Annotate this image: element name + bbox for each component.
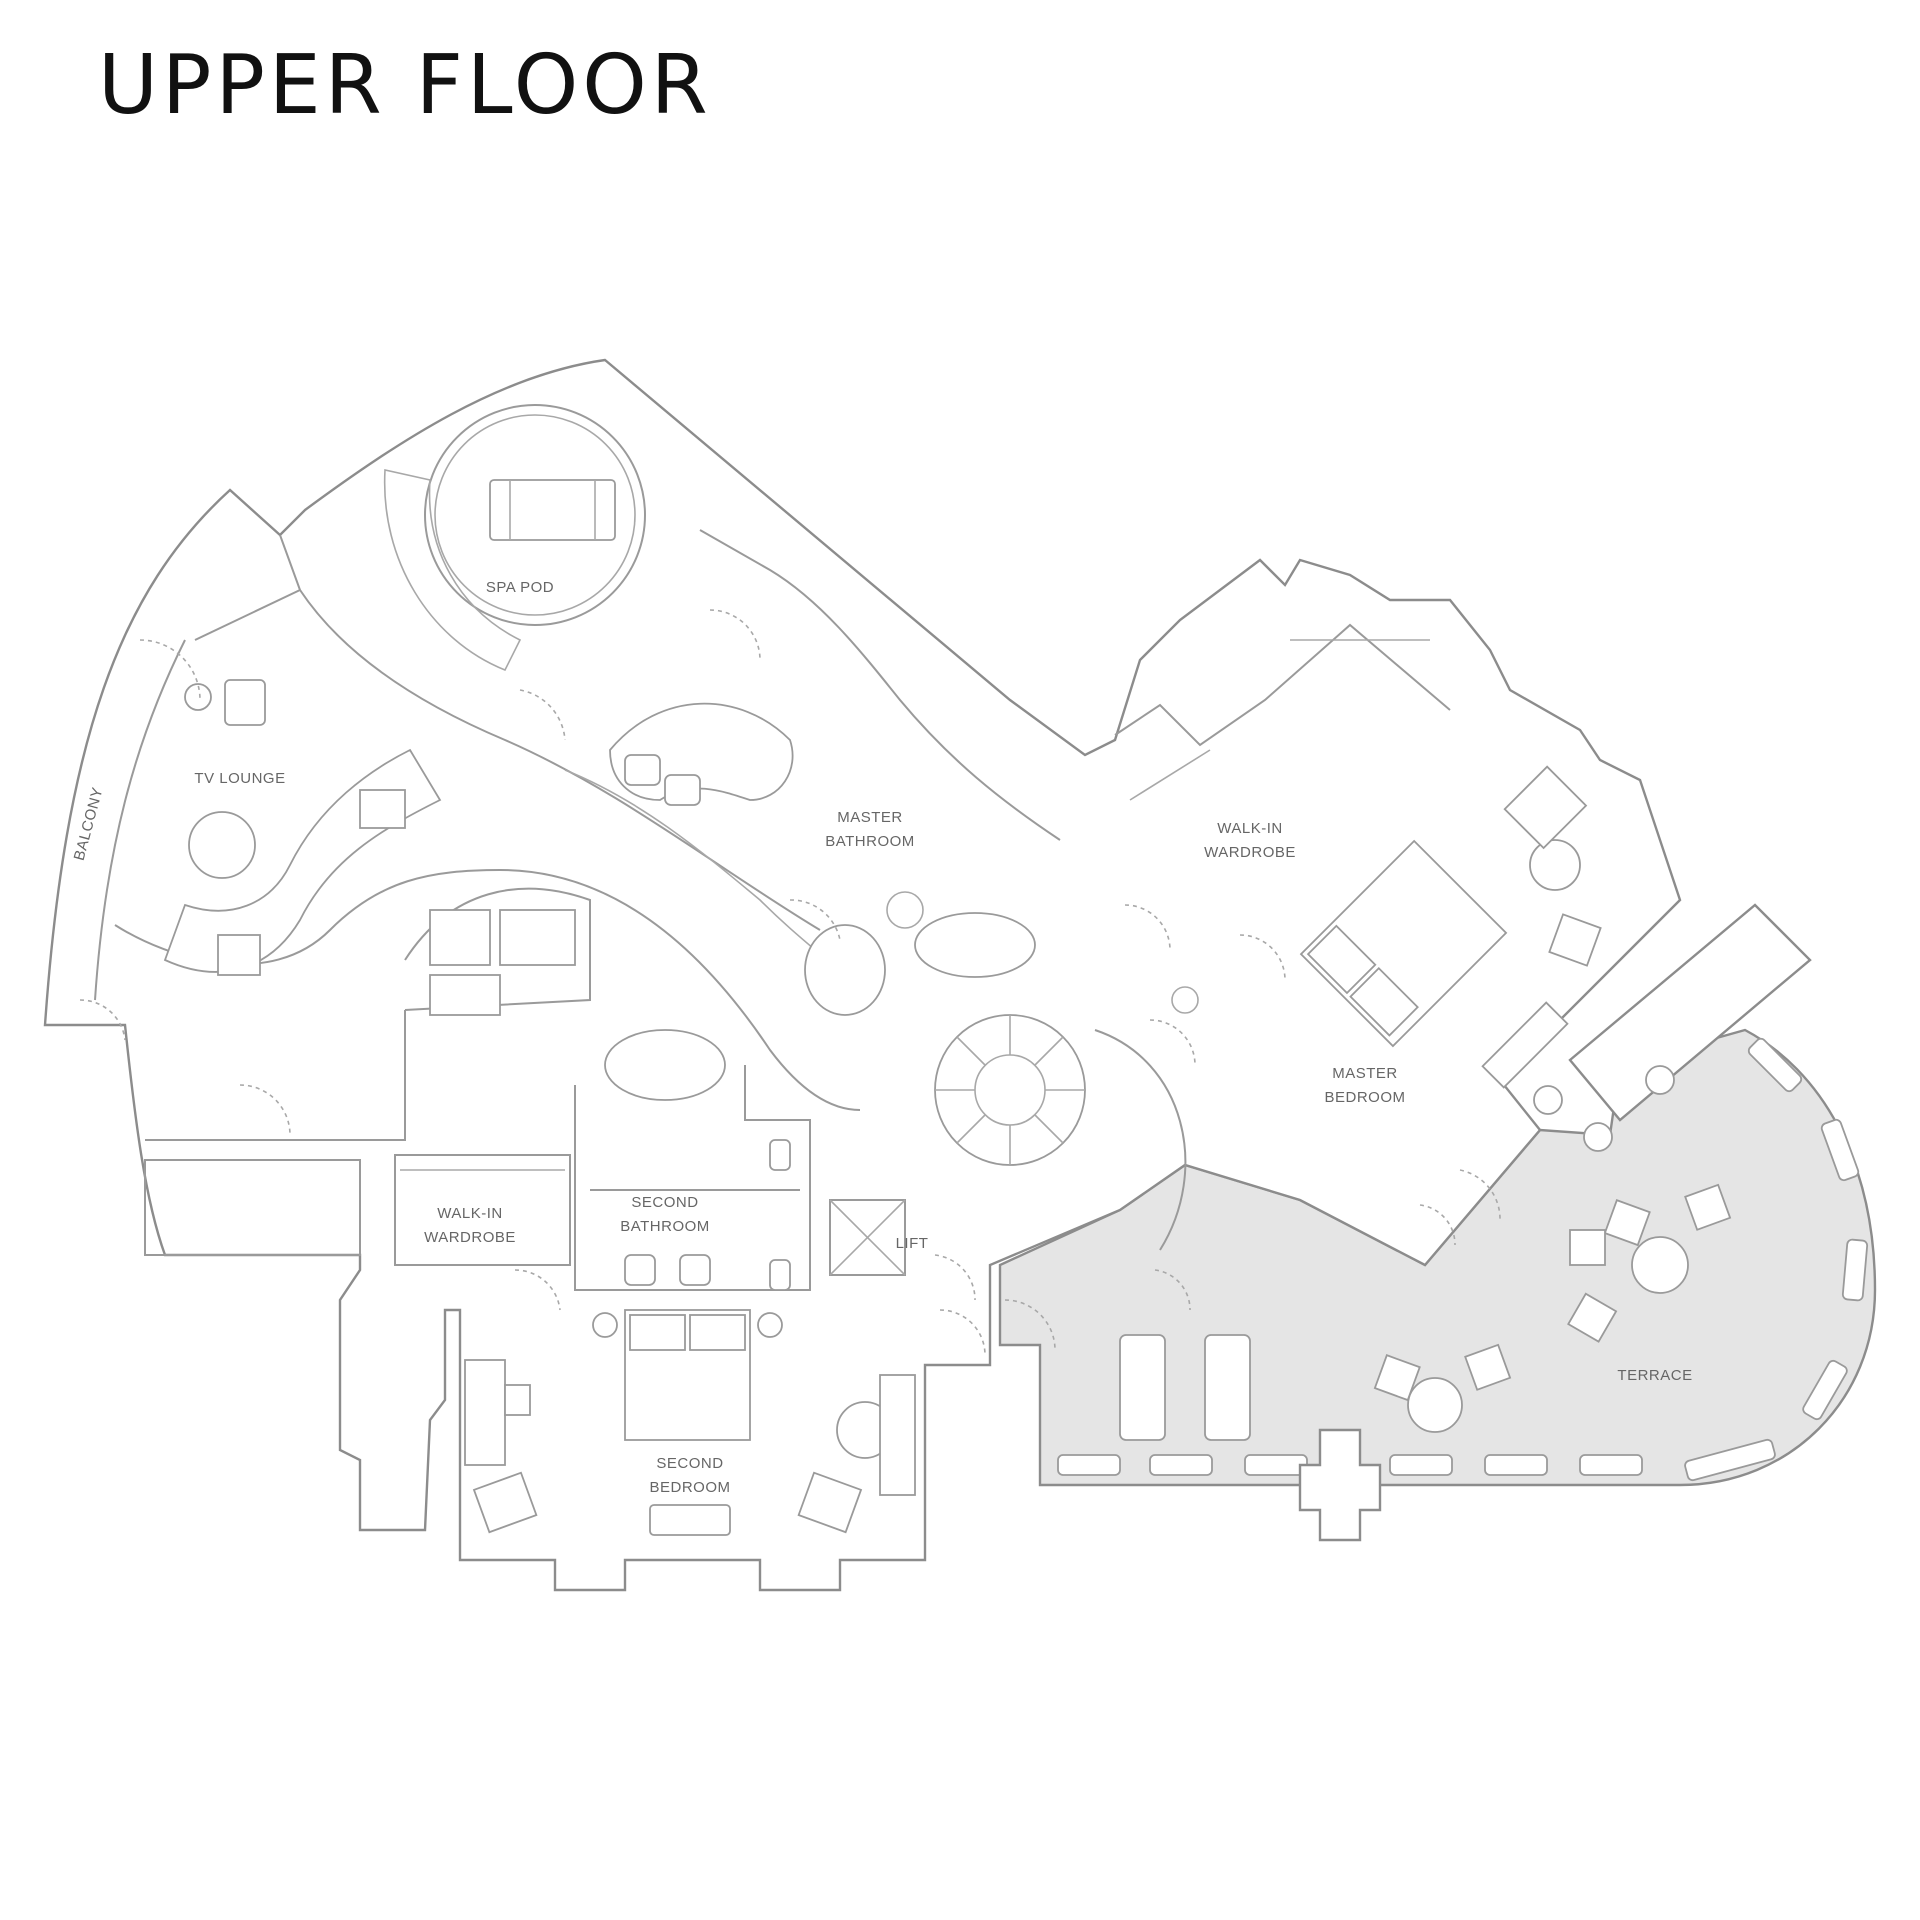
label-spa-pod: SPA POD: [486, 579, 554, 596]
master-bathroom-wall: [699, 529, 1061, 841]
label-lift: LIFT: [896, 1235, 929, 1252]
lower-left-room: [144, 1159, 361, 1256]
sofa-lower: [429, 909, 491, 966]
spa-bed-icon: [489, 479, 616, 541]
label-master-bathroom-2: BATHROOM: [825, 833, 915, 850]
round-table-master: [1529, 839, 1581, 891]
page-title: UPPER FLOOR: [98, 38, 712, 133]
bathtub-second: [604, 1029, 726, 1101]
terrace-planters: [1057, 1037, 1869, 1482]
label-master-bedroom-1: MASTER: [1332, 1065, 1398, 1082]
spa-pod-circle: [424, 404, 646, 626]
console-second: [649, 1504, 731, 1536]
label-second-bathroom-1: SECOND: [631, 1194, 698, 1211]
label-master-wardrobe-1: WALK-IN: [1217, 820, 1282, 837]
right-strip: [1568, 903, 1812, 1122]
master-bed-icon: [1299, 839, 1508, 1048]
terrace-table-large: [1631, 1236, 1689, 1294]
spiral-staircase: [934, 1014, 1086, 1166]
armchair-icon: [224, 679, 266, 726]
coffee-table-icon: [188, 811, 256, 879]
label-terrace: TERRACE: [1617, 1367, 1692, 1384]
spa-bench: [383, 469, 522, 672]
terrace-table-small: [1407, 1377, 1463, 1433]
wardrobe-master: [1114, 623, 1451, 747]
label-second-bedroom-2: BEDROOM: [649, 1479, 730, 1496]
spa-pod-inner: [434, 414, 636, 616]
bathtub-master: [914, 912, 1036, 978]
wardrobe-second: [394, 1154, 571, 1266]
sun-lounger-1: [1119, 1334, 1166, 1441]
label-master-bathroom-1: MASTER: [837, 809, 903, 826]
label-second-bedroom-1: SECOND: [656, 1455, 723, 1472]
label-second-bathroom-2: BATHROOM: [620, 1218, 710, 1235]
label-second-wardrobe-1: WALK-IN: [437, 1205, 502, 1222]
label-second-wardrobe-2: WARDROBE: [424, 1229, 516, 1246]
label-master-wardrobe-2: WARDROBE: [1204, 844, 1296, 861]
lift-shaft: [829, 1199, 906, 1276]
label-tv-lounge: TV LOUNGE: [194, 770, 285, 787]
sun-lounger-2: [1204, 1334, 1251, 1441]
balcony-line: [94, 639, 186, 1001]
label-master-bedroom-2: BEDROOM: [1324, 1089, 1405, 1106]
